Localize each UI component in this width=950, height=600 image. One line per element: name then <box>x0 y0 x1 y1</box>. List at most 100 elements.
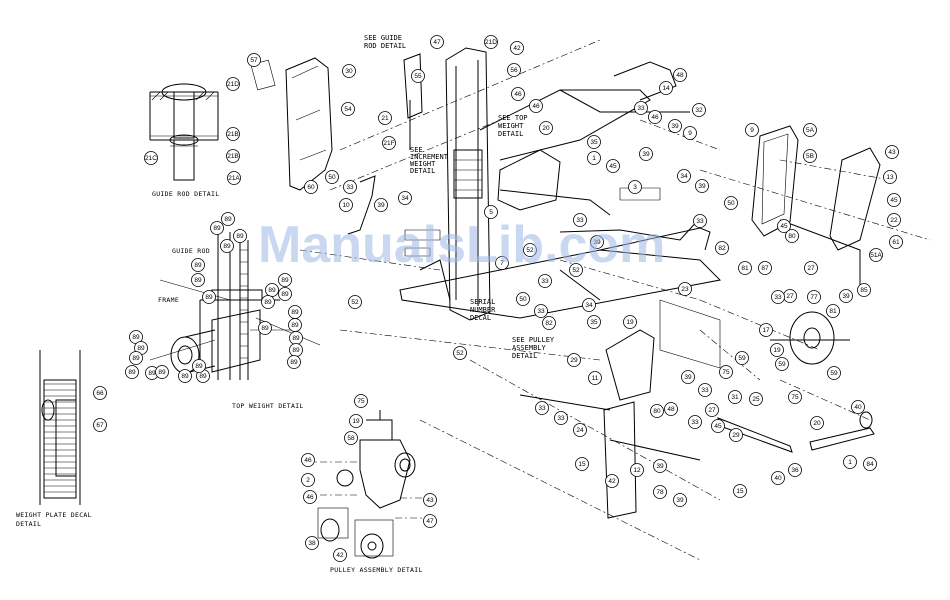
callout-main-6: 55 <box>411 69 425 83</box>
callout-main-4: 46 <box>511 87 525 101</box>
callout-number: 89 <box>236 233 244 240</box>
callout-bubble <box>770 343 784 357</box>
callout-bubble <box>705 403 719 417</box>
callout-bubble <box>343 180 357 194</box>
callout-bubble <box>301 473 315 487</box>
callout-top-weight-detail-10: 89 <box>278 287 292 301</box>
callout-number: 24 <box>576 427 584 434</box>
callout-top-weight-detail-13: 89 <box>288 318 302 332</box>
callout-main-3: 56 <box>507 63 521 77</box>
callout-number: 30 <box>345 68 353 75</box>
callout-number: 19 <box>352 418 360 425</box>
callout-main-43: 33 <box>534 304 548 318</box>
callout-number: 89 <box>132 355 140 362</box>
callout-number: 56 <box>510 67 518 74</box>
callout-number: 43 <box>426 497 434 504</box>
callout-main-22: 46 <box>648 110 662 124</box>
callout-top-weight-detail-22: 89 <box>155 365 169 379</box>
callout-number: 89 <box>281 277 289 284</box>
callout-bubble <box>688 415 702 429</box>
callout-number: 59 <box>778 361 786 368</box>
callout-main-1: 21D <box>484 35 498 49</box>
callout-bubble <box>590 235 604 249</box>
callout-bubble <box>587 135 601 149</box>
callout-main-38: 82 <box>715 241 729 255</box>
callout-number: 36 <box>791 467 799 474</box>
callout-main-105: 39 <box>673 493 687 507</box>
callout-main-101: 42 <box>605 474 619 488</box>
callout-bubble <box>883 170 897 184</box>
callout-bubble <box>569 263 583 277</box>
callout-number: 39 <box>842 293 850 300</box>
callout-main-103: 78 <box>653 485 667 499</box>
callout-main-26: 45 <box>606 159 620 173</box>
callout-number: 77 <box>810 294 818 301</box>
callout-main-41: 52 <box>523 243 537 257</box>
callout-number: 47 <box>426 518 434 525</box>
callout-number: 78 <box>656 489 664 496</box>
callout-bubble <box>539 121 553 135</box>
callout-top-weight-detail-9: 89 <box>261 295 275 309</box>
callout-main-51: 9 <box>745 123 759 137</box>
callout-number: 46 <box>306 494 314 501</box>
callout-bubble <box>785 229 799 243</box>
callout-pulley-assembly-detail-9: 42 <box>333 548 347 562</box>
callout-bubble <box>538 274 552 288</box>
callout-number: 5 <box>489 209 493 216</box>
callout-main-59: 45 <box>777 219 791 233</box>
callout-number: 19 <box>626 319 634 326</box>
callout-top-weight-detail-8: 89 <box>278 273 292 287</box>
callout-bubble <box>573 423 587 437</box>
pulley-assembly-detail: PULLEY ASSEMBLY DETAIL <box>305 410 425 574</box>
caption-weight-plate-line-1: WEIGHT PLATE DECAL <box>16 511 92 519</box>
callout-number: 21F <box>383 140 394 147</box>
callout-bubble <box>348 295 362 309</box>
callout-bubble <box>668 119 682 133</box>
callout-number: 39 <box>676 497 684 504</box>
callout-main-106: 39 <box>653 459 667 473</box>
callout-main-95: 36 <box>788 463 802 477</box>
callout-bubble <box>227 171 241 185</box>
callout-main-29: 20 <box>539 121 553 135</box>
callout-number: 89 <box>291 322 299 329</box>
callout-bubble <box>191 258 205 272</box>
callout-number: 33 <box>538 405 546 412</box>
callout-main-52: 5A <box>803 123 817 137</box>
callout-bubble <box>453 346 467 360</box>
callout-main-79: 29 <box>567 353 581 367</box>
callout-bubble <box>155 365 169 379</box>
callout-main-34: 34 <box>677 169 691 183</box>
callout-bubble <box>247 53 261 67</box>
callout-bubble <box>344 431 358 445</box>
callout-number: 52 <box>351 299 359 306</box>
callout-bubble <box>125 365 139 379</box>
callout-bubble <box>398 191 412 205</box>
callout-number: 45 <box>780 223 788 230</box>
callout-number: 20 <box>542 125 550 132</box>
callout-number: 89 <box>181 373 189 380</box>
callout-bubble <box>630 463 644 477</box>
callout-bubble <box>484 205 498 219</box>
callout-bubble <box>587 151 601 165</box>
callout-number: 58 <box>347 435 355 442</box>
top-weight-detail: GUIDE ROD FRAME TOP WEIGHT DETAIL <box>149 232 321 410</box>
callout-main-20: 14 <box>659 81 673 95</box>
callout-bubble <box>226 127 240 141</box>
callout-main-0: 47 <box>430 35 444 49</box>
callout-bubble <box>93 386 107 400</box>
callout-number: 48 <box>676 72 684 79</box>
callout-number: 46 <box>651 114 659 121</box>
callout-number: 13 <box>886 174 894 181</box>
callout-number: 14 <box>662 85 670 92</box>
callout-main-55: 13 <box>883 170 897 184</box>
callout-number: 89 <box>264 299 272 306</box>
callout-number: 82 <box>718 245 726 252</box>
callout-main-61: 81 <box>738 261 752 275</box>
callout-bubble <box>178 369 192 383</box>
callout-top-weight-detail-5: 89 <box>191 273 205 287</box>
callout-bubble <box>606 159 620 173</box>
callout-main-48: 52 <box>348 295 362 309</box>
callout-bubble <box>567 353 581 367</box>
callout-number: 15 <box>736 488 744 495</box>
